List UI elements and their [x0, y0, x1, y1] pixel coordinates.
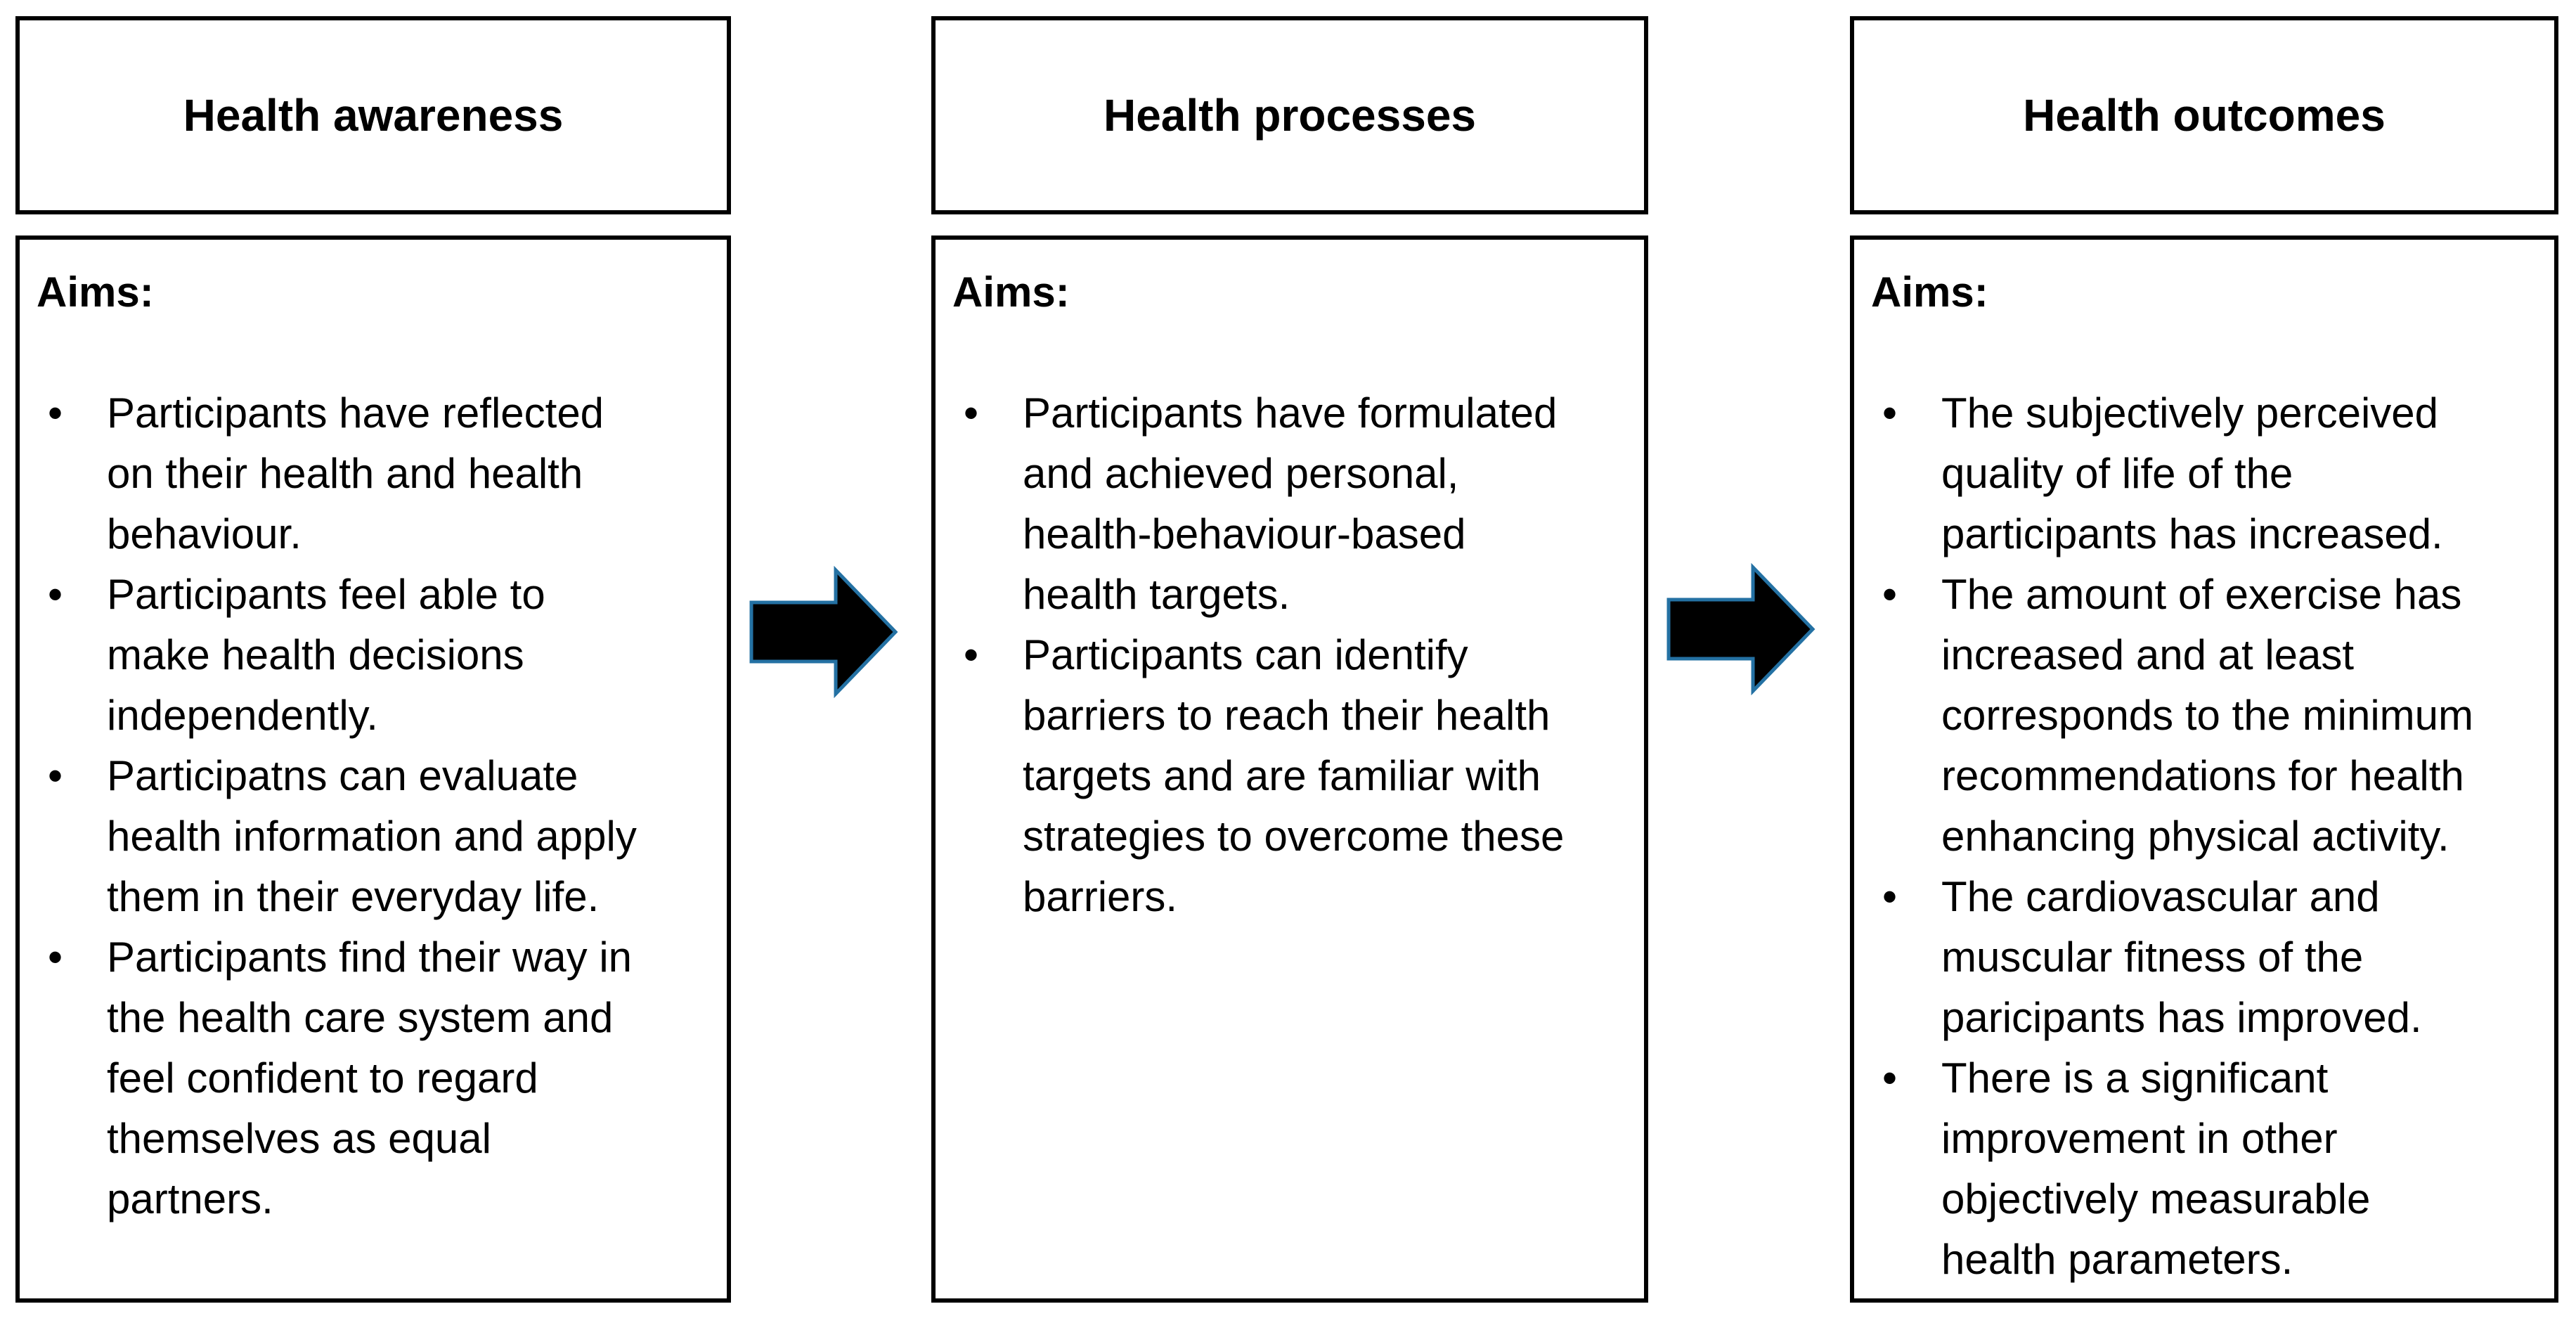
bullet-marker: •: [964, 389, 979, 437]
list-item: • Participants have reflected on their h…: [37, 383, 713, 564]
bullet-text: Participants find their way in the healt…: [107, 934, 633, 1222]
list-item: • Participants have formulated and achie…: [952, 383, 1630, 625]
right-arrow-icon: [749, 566, 898, 698]
list-item: • The subjectively perceived quality of …: [1871, 383, 2540, 564]
bullet-text: Participants feel able to make health de…: [107, 571, 545, 739]
aims-bullet-list: • Participants have reflected on their h…: [37, 383, 713, 1230]
header-title: Health processes: [1103, 90, 1477, 141]
aims-bullet-list: • The subjectively perceived quality of …: [1871, 383, 2540, 1290]
aims-label: Aims:: [37, 269, 154, 316]
aims-bullet-list: • Participants have formulated and achie…: [952, 383, 1630, 927]
header-box-health-processes: Health processes: [931, 16, 1648, 214]
right-arrow-icon: [1666, 563, 1816, 695]
bullet-marker: •: [1882, 1054, 1898, 1102]
list-item: • Participants can identify barriers to …: [952, 625, 1630, 927]
bullet-text: The subjectively perceived quality of li…: [1941, 389, 2443, 557]
header-box-health-awareness: Health awareness: [15, 16, 731, 214]
aims-box-health-processes: Aims: • Participants have formulated and…: [931, 235, 1648, 1303]
aims-box-health-awareness: Aims: • Participants have reflected on t…: [15, 235, 731, 1303]
bullet-text: Participants have formulated and achieve…: [1023, 389, 1558, 618]
aims-box-health-outcomes: Aims: • The subjectively perceived quali…: [1850, 235, 2558, 1303]
list-item: • There is a significant improvement in …: [1871, 1048, 2540, 1290]
bullet-text: Participatns can evaluate health informa…: [107, 752, 637, 920]
bullet-text: Participants can identify barriers to re…: [1023, 631, 1565, 920]
bullet-text: There is a significant improvement in ot…: [1941, 1054, 2371, 1283]
bullet-text: Participants have reflected on their hea…: [107, 389, 604, 557]
bullet-marker: •: [1882, 873, 1898, 920]
bullet-marker: •: [1882, 389, 1898, 437]
bullet-marker: •: [48, 752, 63, 799]
list-item: • Participants find their way in the hea…: [37, 927, 713, 1230]
bullet-marker: •: [48, 571, 63, 618]
list-item: • The amount of exercise has increased a…: [1871, 564, 2540, 867]
header-box-health-outcomes: Health outcomes: [1850, 16, 2558, 214]
header-title: Health outcomes: [2023, 90, 2386, 141]
bullet-marker: •: [964, 631, 979, 678]
list-item: • Participants feel able to make health …: [37, 564, 713, 746]
bullet-text: The cardiovascular and muscular fitness …: [1941, 873, 2422, 1041]
bullet-text: The amount of exercise has increased and…: [1941, 571, 2473, 860]
aims-label: Aims:: [1871, 269, 1988, 316]
bullet-marker: •: [48, 389, 63, 437]
header-title: Health awareness: [183, 90, 564, 141]
bullet-marker: •: [48, 934, 63, 981]
list-item: • Participatns can evaluate health infor…: [37, 746, 713, 927]
aims-label: Aims:: [952, 269, 1070, 316]
bullet-marker: •: [1882, 571, 1898, 618]
list-item: • The cardiovascular and muscular fitnes…: [1871, 867, 2540, 1048]
